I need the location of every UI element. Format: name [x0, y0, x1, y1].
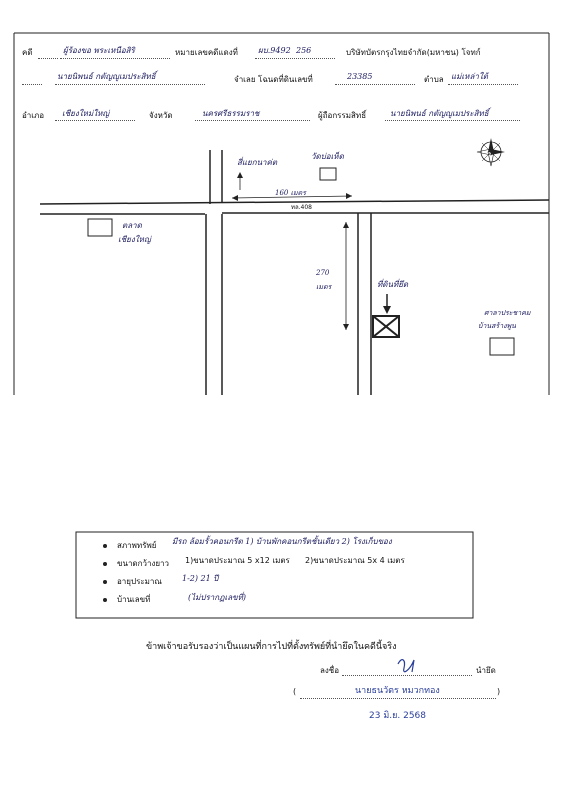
deed-label: จำเลย โฉนดที่ดินเลขที่ [234, 75, 313, 84]
sign-date: 23 มิ.ย. 2568 [369, 711, 427, 721]
defendant-value: นายนิพนธ์ กตัญญูเมประสิทธิ์ [57, 72, 156, 81]
map-label-market2: เชียงใหญ่ [118, 235, 151, 244]
house-no-value: (ไม่ปรากฏเลขที่) [188, 593, 246, 602]
market-marker [87, 218, 113, 237]
compass-icon [476, 138, 505, 167]
map-label-market: ตลาด [122, 221, 142, 230]
case-label: คดี [22, 48, 33, 57]
house-no-label: บ้านเลขที่ [117, 595, 151, 604]
certify-statement: ข้าพเจ้าขอรับรองว่าเป็นแผนที่การไปที่ตั้… [146, 642, 397, 652]
subdistrict-label: ตำบล [424, 75, 444, 84]
signer-name: นายธนวัตร หมวกทอง [355, 686, 440, 696]
seized-property-marker [372, 315, 400, 338]
age-value: 1-2) 21 ปี [182, 574, 219, 583]
owner-label: ผู้ถือกรรมสิทธิ์ [318, 111, 367, 120]
temple-marker [319, 167, 337, 181]
details-box-frame [75, 531, 474, 619]
black-case-label: หมายเลขคดีแดงที่ [175, 48, 238, 57]
signature-scribble [397, 659, 415, 673]
owner-value: นายนิพนธ์ กตัญญูเมประสิทธิ์ [390, 109, 489, 118]
deed-no: 23385 [347, 72, 373, 81]
main-road-top-edge [39, 199, 550, 205]
year-value: 256 [296, 46, 312, 55]
asset-value: มีรถ ล้อมรั้วคอนกรีต 1) บ้านพักคอนกรีตชั… [172, 537, 392, 546]
asset-label: สภาพทรัพย์ [117, 541, 157, 550]
map-label-property: ที่ดินที่ยึด [377, 280, 409, 289]
subdistrict-value: แม่เหล่าใต้ [451, 72, 488, 81]
map-label-side-distance: 270 [316, 269, 330, 277]
size-value-1: 1)ขนาดประมาณ 5 x12 เมตร [185, 556, 290, 565]
case-value: ผู้ร้องขอ พระเหนือสิริ [63, 46, 135, 55]
neighbor-marker [489, 337, 515, 356]
plaintiff: บริษัทบัตรกรุงไทยจำกัด(มหาชน) โจทก์ [346, 48, 481, 57]
province-value: นครศรีธรรมราช [202, 109, 260, 118]
map-label-temple: วัดบ่อเห็ด [311, 152, 344, 161]
province-label: จังหวัด [149, 111, 173, 120]
size-value-2: 2)ขนาดประมาณ 5x 4 เมตร [305, 556, 405, 565]
map-label-distance: 160 เมตร [275, 189, 306, 197]
map-label-side-unit: เมตร [316, 283, 332, 291]
map-label-junction: สี่แยกนาค่ต [237, 158, 278, 167]
sign-role: นำยึด [476, 666, 496, 675]
black-case-value: ผบ.9492 [258, 46, 291, 55]
map-label-neighbor2: บ้านสร้างพูน [478, 322, 516, 330]
map-label-neighbor1: ศาลาประชาคม [484, 309, 531, 317]
district-value: เชียงใหม่ใหญ่ [62, 109, 110, 118]
district-label: อำเภอ [22, 111, 45, 120]
map-label-road-no: ทล.408 [291, 204, 312, 211]
size-label: ขนาดกว้างยาว [117, 559, 170, 568]
age-label: อายุประมาณ [117, 577, 162, 586]
sign-label: ลงชื่อ [320, 666, 340, 675]
